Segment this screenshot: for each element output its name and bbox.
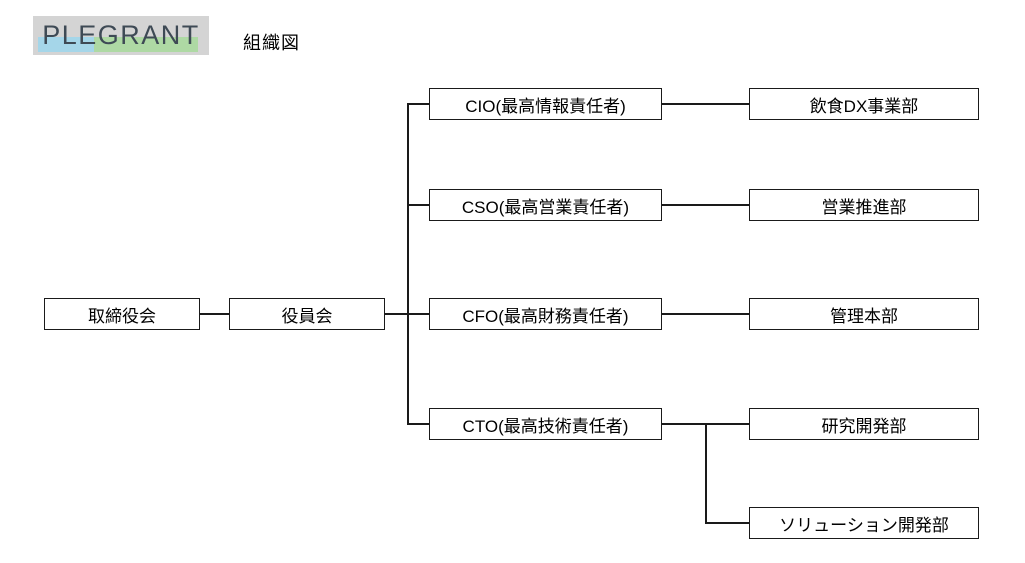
connector-trunk-to-cfo bbox=[408, 313, 429, 315]
node-cso: CSO(最高営業責任者) bbox=[429, 189, 662, 221]
connector-branch-to-solution bbox=[705, 522, 749, 524]
connector-cto-branch-vertical bbox=[705, 423, 707, 524]
page-title: 組織図 bbox=[243, 33, 300, 53]
connector-exec-to-trunk bbox=[385, 313, 408, 315]
company-logo: PLEGRANT bbox=[33, 16, 209, 55]
connector-board-to-exec bbox=[200, 313, 229, 315]
logo-blue-highlight bbox=[38, 37, 94, 52]
connector-trunk-to-cio bbox=[408, 103, 429, 105]
node-cfo: CFO(最高財務責任者) bbox=[429, 298, 662, 330]
node-board-of-directors: 取締役会 bbox=[44, 298, 200, 330]
logo-text: PLEGRANT bbox=[42, 20, 200, 50]
connector-cfo-to-admin bbox=[662, 313, 749, 315]
node-executive-board: 役員会 bbox=[229, 298, 385, 330]
node-cio: CIO(最高情報責任者) bbox=[429, 88, 662, 120]
node-solution-dev-dept: ソリューション開発部 bbox=[749, 507, 979, 539]
logo-green-highlight bbox=[94, 37, 198, 52]
connector-cso-to-sales bbox=[662, 204, 749, 206]
connector-trunk-vertical bbox=[407, 103, 409, 425]
connector-trunk-to-cto bbox=[408, 423, 429, 425]
node-admin-headquarters: 管理本部 bbox=[749, 298, 979, 330]
node-rnd-dept: 研究開発部 bbox=[749, 408, 979, 440]
connector-cio-to-dx bbox=[662, 103, 749, 105]
node-sales-promotion-dept: 営業推進部 bbox=[749, 189, 979, 221]
node-food-dx-division: 飲食DX事業部 bbox=[749, 88, 979, 120]
connector-trunk-to-cso bbox=[408, 204, 429, 206]
node-cto: CTO(最高技術責任者) bbox=[429, 408, 662, 440]
